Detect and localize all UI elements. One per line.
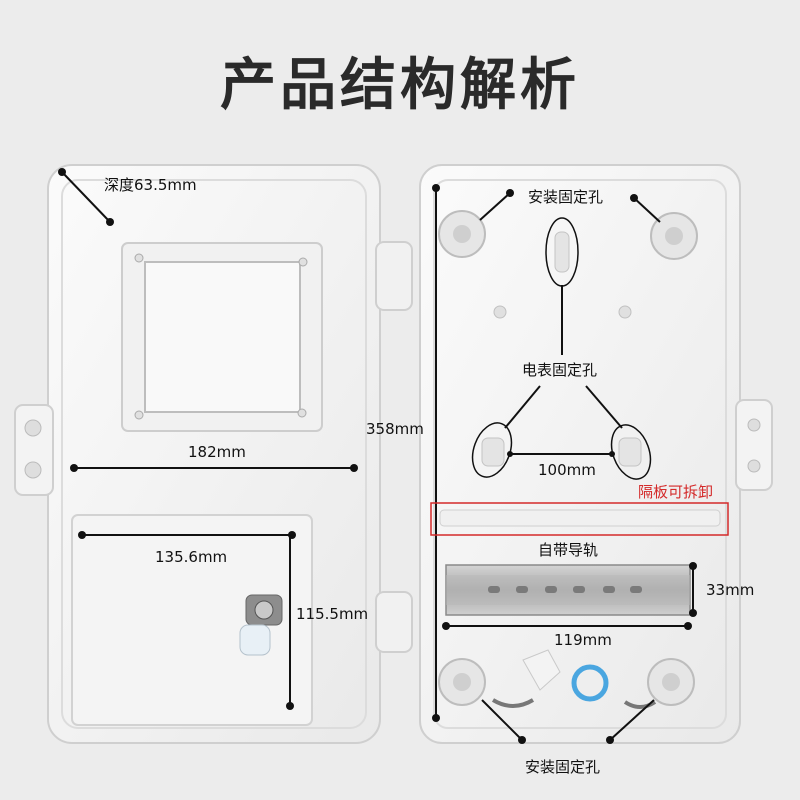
- rail-width-label: 119mm: [554, 631, 612, 649]
- rail-height-label: 33mm: [706, 581, 755, 599]
- rail-label: 自带导轨: [538, 541, 599, 559]
- spacing-100-label: 100mm: [538, 461, 596, 479]
- mount-hole-top-label: 安装固定孔: [528, 188, 604, 206]
- callout-ellipses: [471, 217, 652, 480]
- width-182-label: 182mm: [188, 443, 246, 461]
- depth-label: 深度63.5mm: [104, 176, 197, 194]
- height-115-label: 115.5mm: [296, 605, 369, 623]
- hinge: [375, 241, 413, 653]
- partition-highlight: [430, 502, 729, 536]
- meter-hole-label: 电表固定孔: [522, 361, 598, 379]
- width-135-label: 135.6mm: [155, 548, 228, 566]
- partition-label: 隔板可拆卸: [638, 483, 714, 501]
- mount-hole-bottom-label: 安装固定孔: [525, 758, 601, 776]
- page-title: 产品结构解析: [220, 53, 580, 118]
- lid-panel: [14, 164, 381, 744]
- height-358-label: 358mm: [366, 420, 424, 438]
- annotation-lines: [58, 168, 697, 744]
